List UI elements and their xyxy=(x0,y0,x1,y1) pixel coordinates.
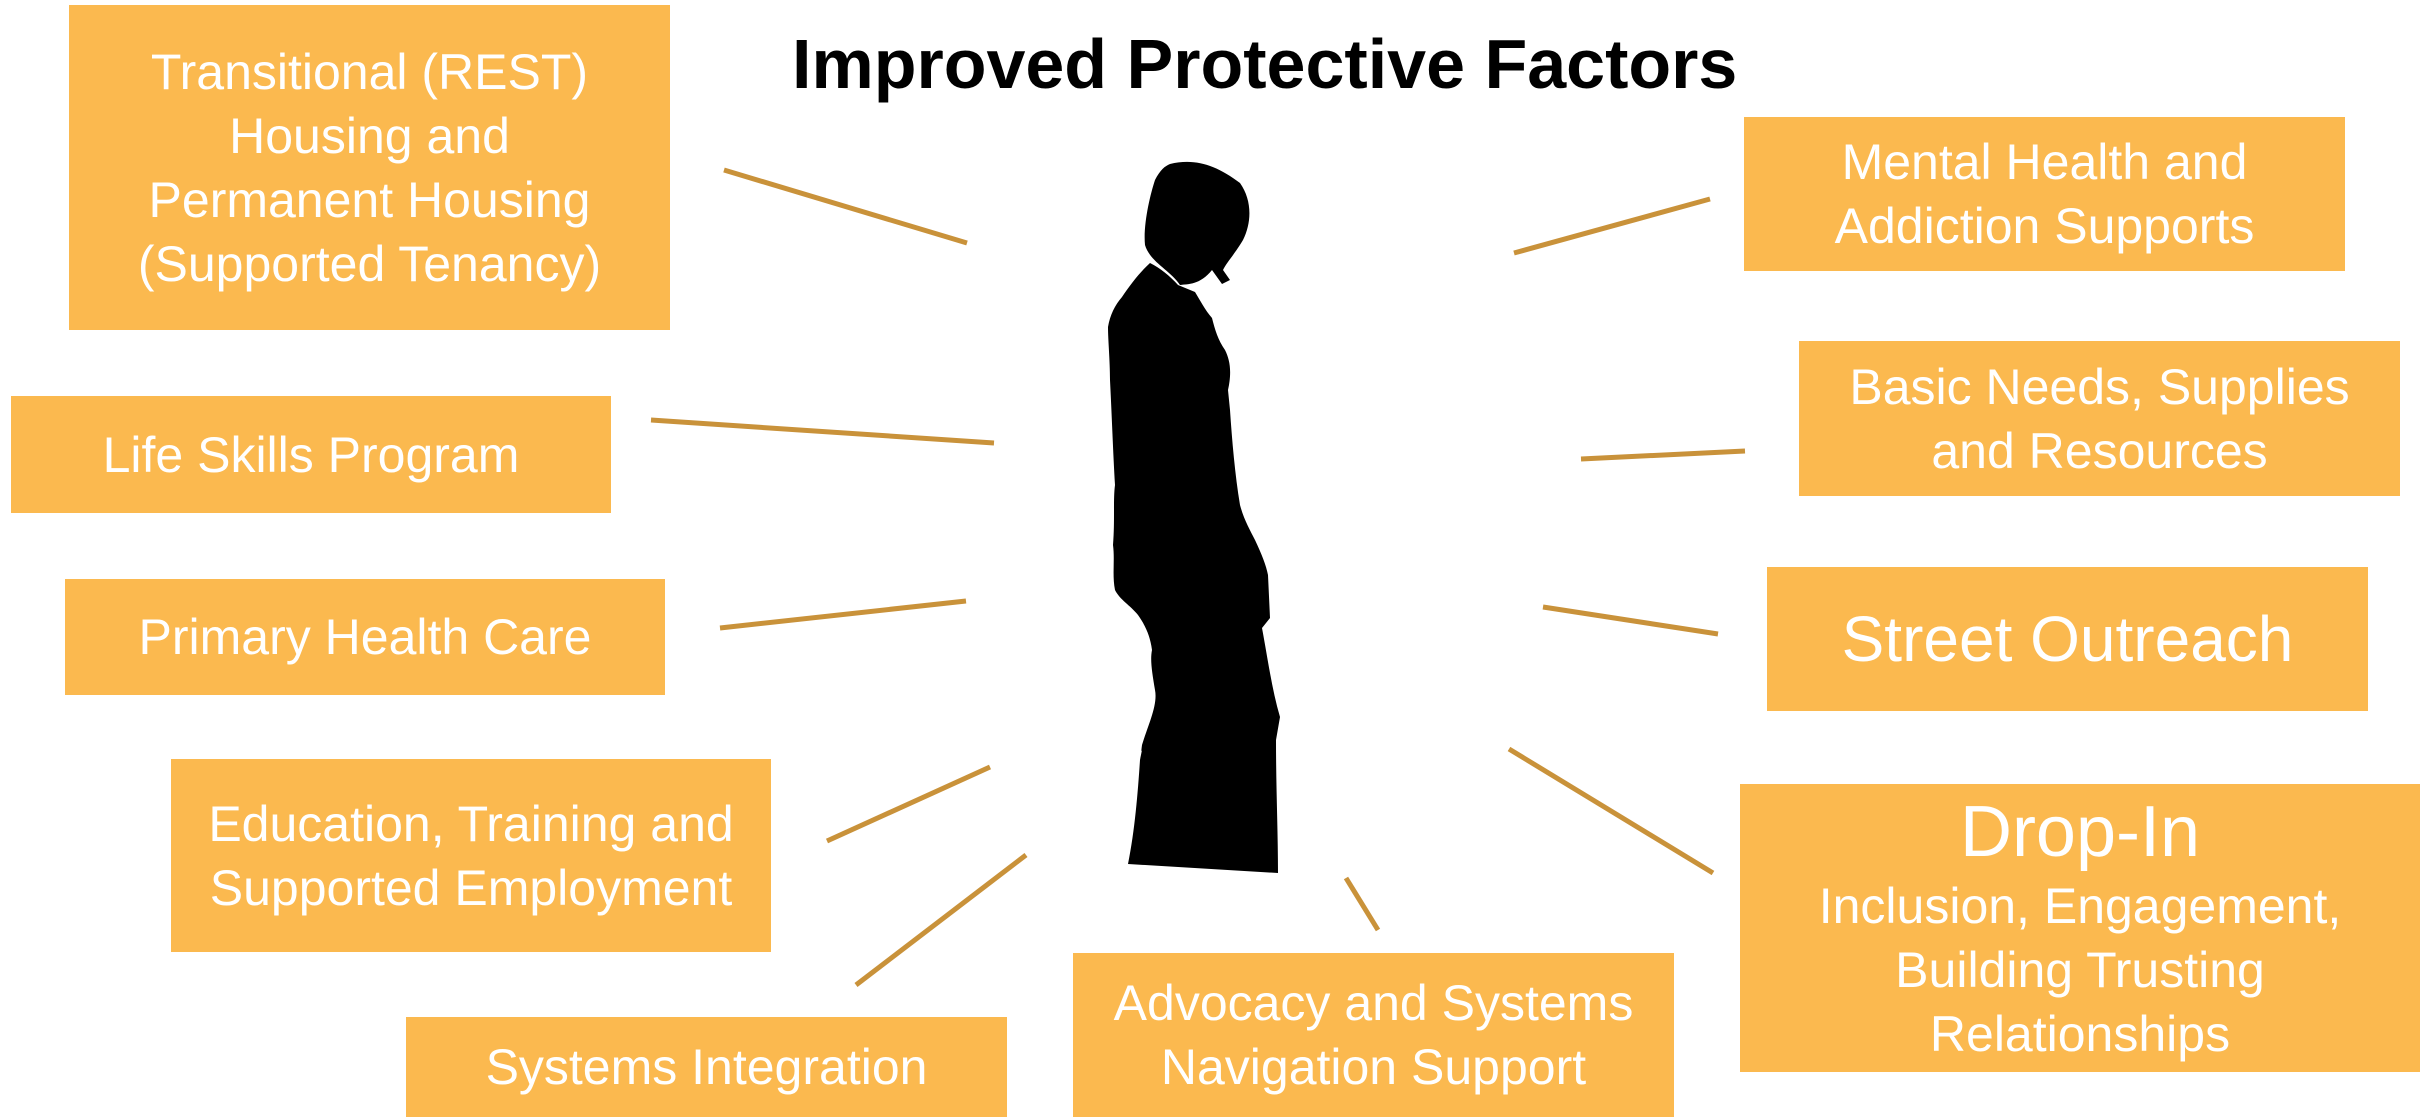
box-line: Primary Health Care xyxy=(138,609,592,665)
body-shape xyxy=(1108,263,1280,873)
box-line: Transitional (REST) xyxy=(150,43,589,100)
connector-lines xyxy=(650,167,1746,987)
box-line: Inclusion, Engagement, xyxy=(1818,878,2342,934)
box-line: Systems Integration xyxy=(485,1039,928,1095)
box-life-skills: Life Skills Program xyxy=(11,396,611,513)
box-systems-integration: Systems Integration xyxy=(406,1017,1007,1117)
box-transitional-housing: Transitional (REST) Housing and Permanen… xyxy=(69,5,670,330)
box-line: Supported Employment xyxy=(209,859,733,916)
connector-line xyxy=(1507,746,1715,876)
box-line: Housing and xyxy=(229,107,510,164)
box-line: Navigation Support xyxy=(1160,1039,1587,1095)
head-shape xyxy=(1144,161,1250,285)
box-line: and Resources xyxy=(1931,422,2268,479)
box-advocacy: Advocacy and Systems Navigation Support xyxy=(1073,953,1674,1117)
box-line: Basic Needs, Supplies xyxy=(1849,358,2350,415)
box-street-outreach: Street Outreach xyxy=(1767,567,2368,711)
connector-line xyxy=(1513,196,1711,256)
box-primary-health-care: Primary Health Care xyxy=(65,579,665,695)
box-line: Life Skills Program xyxy=(102,426,520,483)
box-education-training: Education, Training and Supported Employ… xyxy=(171,759,771,952)
person-silhouette-icon xyxy=(1108,161,1280,873)
connector-line xyxy=(854,853,1028,987)
box-drop-in: Drop-In Inclusion, Engagement, Building … xyxy=(1740,784,2420,1072)
box-line: Relationships xyxy=(1929,1006,2231,1062)
page-title: Improved Protective Factors xyxy=(792,25,1738,103)
box-line: Permanent Housing xyxy=(148,171,591,228)
box-line: Mental Health and xyxy=(1841,134,2248,190)
connector-line xyxy=(723,167,968,246)
box-mental-health: Mental Health and Addiction Supports xyxy=(1744,117,2345,271)
connector-line xyxy=(719,598,967,631)
connector-line xyxy=(825,764,992,844)
connector-line xyxy=(1343,876,1381,932)
box-line: Advocacy and Systems xyxy=(1113,975,1634,1031)
connector-line xyxy=(1580,448,1746,462)
box-line: Street Outreach xyxy=(1841,603,2294,675)
box-line: Addiction Supports xyxy=(1834,198,2255,254)
box-line: Education, Training and xyxy=(208,795,734,852)
connector-line xyxy=(1542,604,1719,637)
box-line: Building Trusting xyxy=(1895,942,2265,998)
connector-line xyxy=(650,417,995,446)
box-heading: Drop-In xyxy=(1959,792,2201,872)
box-line: (Supported Tenancy) xyxy=(137,235,602,292)
box-basic-needs: Basic Needs, Supplies and Resources xyxy=(1799,341,2400,496)
